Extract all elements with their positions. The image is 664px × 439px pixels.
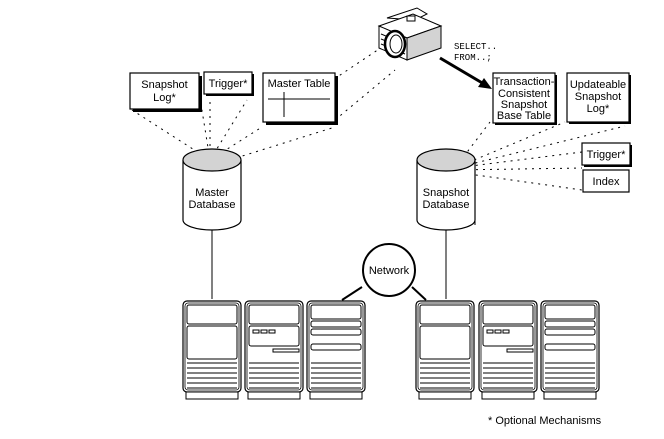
base-table-label-3: Snapshot: [501, 99, 547, 111]
snapshot-log-label-2: Log*: [153, 92, 176, 104]
master-table-box: Master Table: [262, 72, 338, 125]
snapshot-connections: [454, 121, 626, 191]
snapshot-trigger-label: Trigger*: [587, 149, 626, 161]
master-trigger-label: Trigger*: [209, 78, 248, 90]
network-label: Network: [369, 265, 410, 277]
network-node: Network: [341, 243, 427, 301]
query-from: FROM..;: [454, 53, 492, 63]
master-db-label-2: Database: [188, 199, 235, 211]
snapshot-server-1: [415, 300, 475, 400]
server-racks: [182, 300, 600, 400]
master-server-1: [182, 300, 242, 400]
query-select: SELECT..: [454, 42, 497, 52]
index-label: Index: [593, 176, 620, 188]
master-db-label-1: Master: [195, 187, 229, 199]
updateable-log-box: Updateable Snapshot Log*: [566, 72, 631, 124]
base-table-label-2: Consistent: [498, 88, 550, 100]
snapshot-server-2: [478, 300, 538, 400]
snapshot-db-label-2: Database: [422, 199, 469, 211]
footnote: * Optional Mechanisms: [488, 415, 602, 427]
base-table-label-1: Transaction-: [494, 76, 555, 88]
updateable-log-label-1: Updateable: [570, 79, 626, 91]
master-table-label: Master Table: [268, 78, 331, 90]
updateable-log-label-3: Log*: [587, 103, 610, 115]
master-database-icon: Master Database: [182, 148, 242, 231]
snapshot-trigger-box: Trigger*: [581, 142, 632, 167]
query-arrow: [439, 56, 492, 89]
camera-icon: [377, 7, 443, 61]
master-server-2: [244, 300, 304, 400]
snapshot-database-icon: Snapshot Database: [416, 148, 476, 231]
snapshot-log-box: Snapshot Log*: [129, 72, 202, 112]
master-server-3: [306, 300, 366, 400]
snapshot-log-label-1: Snapshot: [141, 79, 187, 91]
snapshot-db-label-1: Snapshot: [423, 187, 469, 199]
base-table-box: Transaction- Consistent Snapshot Base Ta…: [492, 72, 557, 125]
master-trigger-box: Trigger*: [203, 71, 254, 96]
index-box: Index: [582, 169, 630, 193]
snapshot-server-3: [540, 300, 600, 400]
base-table-label-4: Base Table: [497, 110, 551, 122]
updateable-log-label-2: Snapshot: [575, 91, 621, 103]
